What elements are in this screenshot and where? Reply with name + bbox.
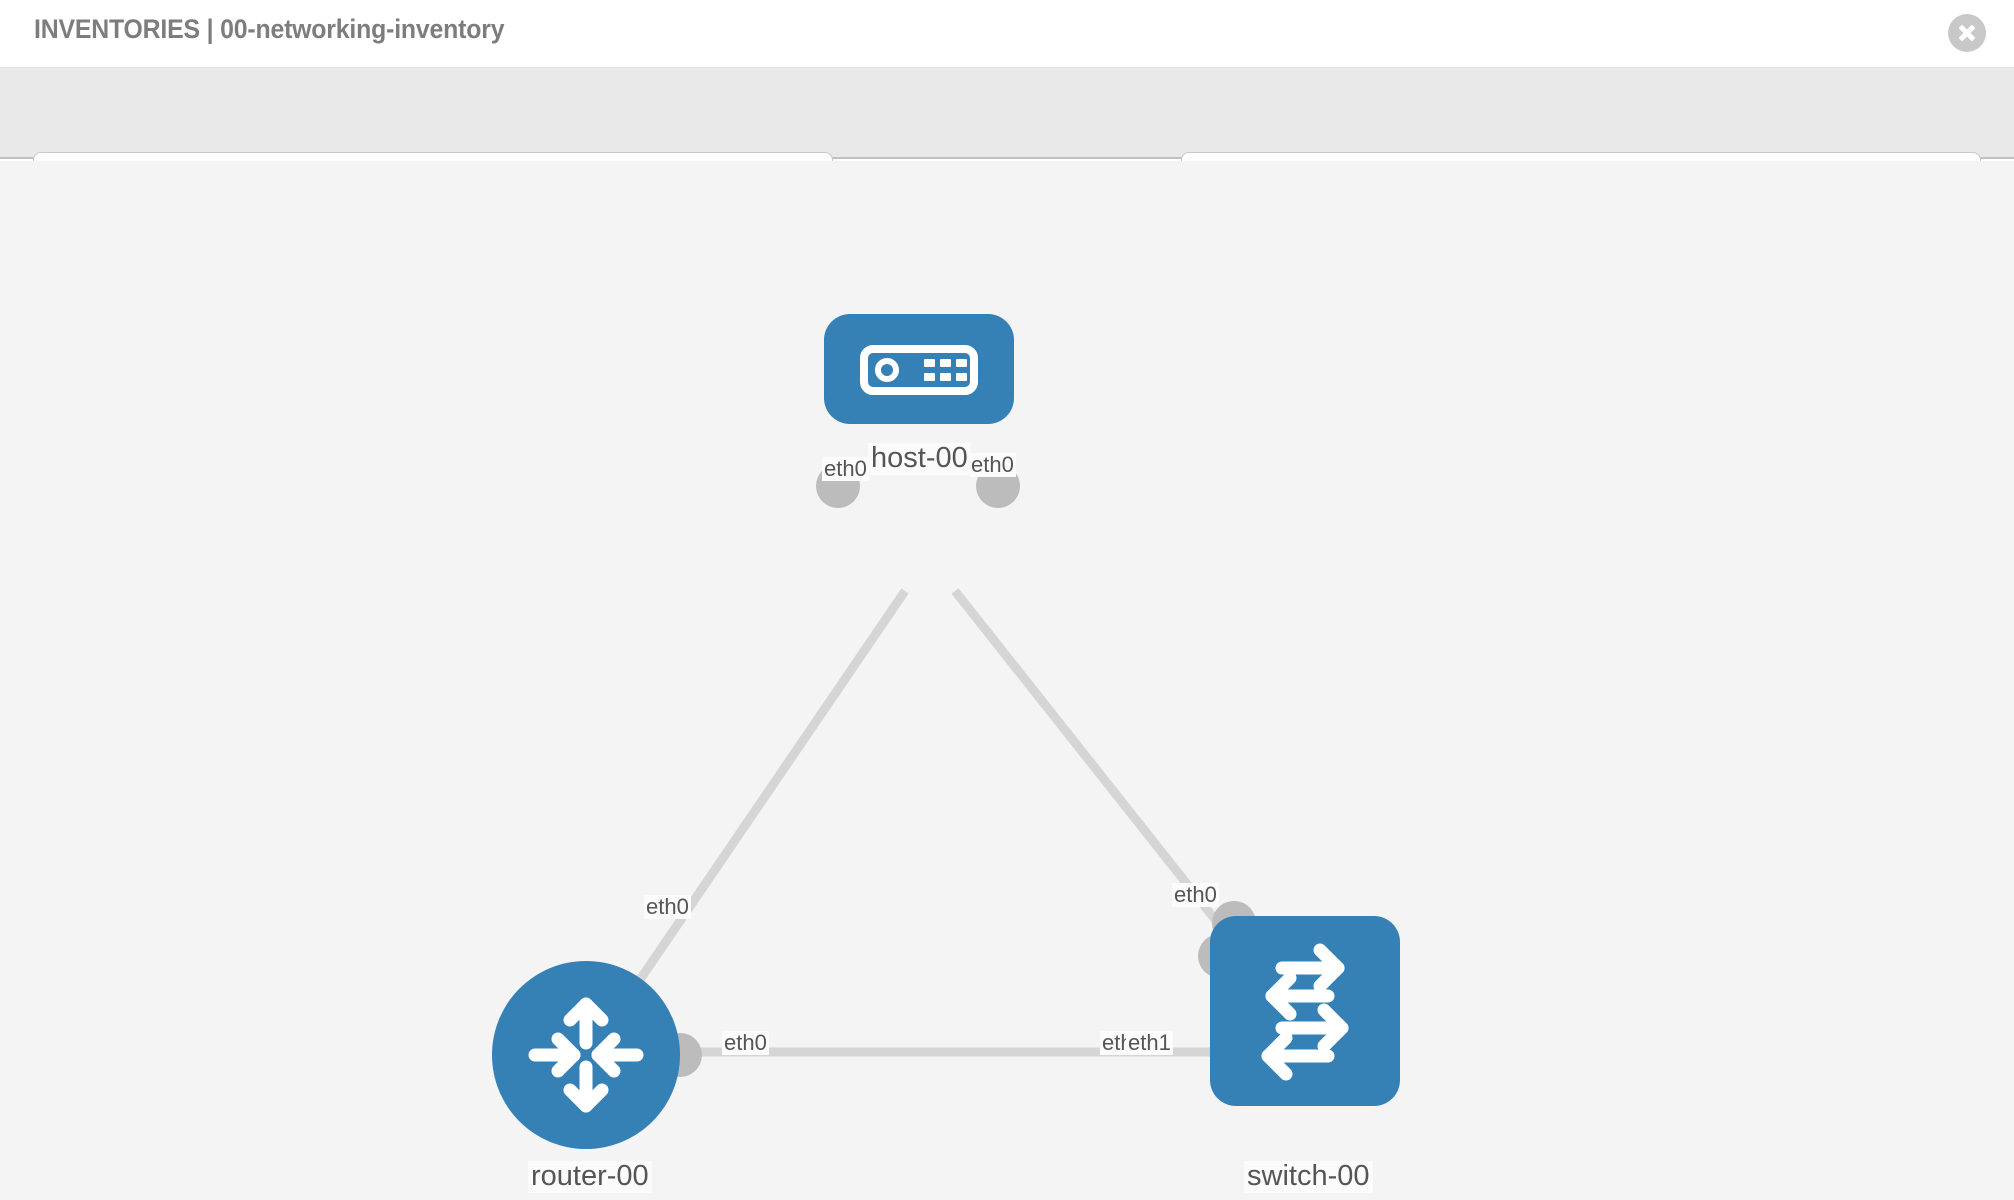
server-icon: [860, 345, 978, 395]
page-header: INVENTORIES | 00-networking-inventory: [0, 0, 2014, 68]
node-switch-00-shape[interactable]: [1210, 916, 1400, 1106]
router-icon: [528, 997, 644, 1113]
close-icon[interactable]: [1948, 14, 1986, 52]
edge-label-switch-host: eth0: [1172, 882, 1219, 908]
toolbar: ACTIONS SEARCH: [0, 68, 2014, 204]
edge-label-host-left: eth0: [822, 456, 869, 482]
node-router-00-shape[interactable]: [492, 961, 680, 1149]
node-switch-00[interactable]: [1198, 801, 1400, 1106]
node-switch-00-label: switch-00: [1244, 1160, 1373, 1193]
edge-label-switch-router: eth1: [1126, 1030, 1173, 1056]
node-router-00[interactable]: [492, 961, 702, 1149]
link-router-host[interactable]: [586, 588, 909, 1056]
node-router-00-label: router-00: [528, 1160, 652, 1193]
node-host-00-shape[interactable]: [824, 314, 1014, 424]
switch-icon: [1261, 943, 1349, 1081]
edge-label-router-switch: eth0: [722, 1030, 769, 1056]
edge-label-host-right: eth0: [969, 452, 1016, 478]
node-host-00-label: host-00: [868, 442, 971, 475]
page-title: INVENTORIES | 00-networking-inventory: [34, 14, 505, 44]
edge-label-router-host: eth0: [644, 894, 691, 920]
node-host-00[interactable]: [816, 314, 1020, 508]
topology-canvas[interactable]: host-00 eth0 eth0: [0, 161, 2014, 1200]
